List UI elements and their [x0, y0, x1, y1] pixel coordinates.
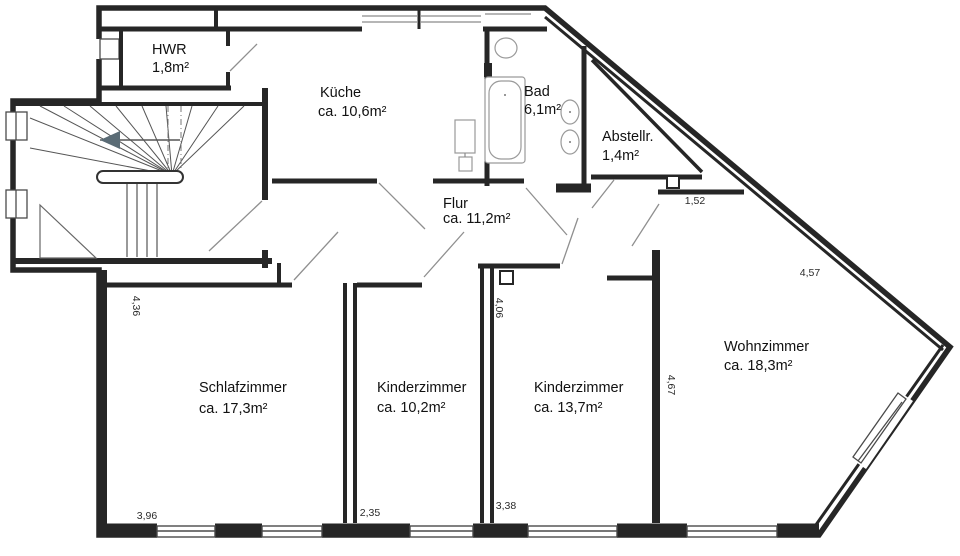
room-label-wohnzimmer: Wohnzimmer [724, 339, 809, 355]
room-area-wohnzimmer: ca. 18,3m² [724, 358, 793, 374]
dim-2-35: 2,35 [360, 507, 381, 519]
dim-4-06: 4,06 [493, 298, 505, 319]
room-area-abstellraum: 1,4m² [602, 148, 639, 164]
room-label-hwr: HWR [152, 42, 187, 58]
bath-fixtures [454, 37, 580, 172]
kitchen-shaft [454, 119, 476, 172]
room-area-schlafzimmer: ca. 17,3m² [199, 401, 268, 417]
stair-direction-arrow-icon [100, 131, 180, 149]
window-icon [156, 525, 778, 538]
door-swing-icon [39, 203, 98, 259]
room-area-bad: 6,1m² [524, 102, 561, 118]
dim-4-67: 4,67 [665, 375, 677, 396]
door-swing-icon [229, 43, 258, 72]
wall-stub [484, 63, 492, 77]
room-label-kinderzimmer-2: Kinderzimmer [534, 380, 624, 396]
stair-flight-down [126, 184, 158, 257]
door-swing-icon [631, 203, 660, 247]
windows [5, 13, 913, 540]
door-swing-icon [423, 231, 465, 278]
window-icon [852, 392, 907, 464]
inner-diagonal-upper [544, 15, 944, 352]
washbasin-icon [494, 37, 518, 59]
abstellraum-diagonal-wall [590, 58, 704, 174]
room-label-kueche: Küche [320, 85, 361, 101]
stair-landing [96, 170, 184, 184]
door-swing-icon [561, 217, 579, 265]
door-swing-icon [525, 187, 568, 236]
dim-4-57: 4,57 [800, 267, 821, 279]
shaft-symbol [666, 175, 680, 189]
door-swing-icon [591, 179, 615, 209]
room-area-flur: ca. 11,2m² [443, 211, 511, 227]
toilet-icon [560, 99, 580, 155]
room-label-schlafzimmer: Schlafzimmer [199, 380, 287, 396]
door-swing-icon [293, 231, 339, 281]
shaft-symbol [499, 270, 514, 285]
window-icon [5, 111, 28, 219]
room-label-bad: Bad [524, 84, 550, 100]
bathtub-icon [484, 76, 526, 164]
room-area-kinderzimmer-1: ca. 10,2m² [377, 400, 446, 416]
room-label-kinderzimmer-1: Kinderzimmer [377, 380, 467, 396]
window-icon [99, 38, 120, 60]
room-labels: HWR 1,8m² Küche ca. 10,6m² Bad 6,1m² Abs… [152, 42, 809, 417]
dim-3-96: 3,96 [137, 510, 158, 522]
dim-1-52: 1,52 [685, 195, 706, 207]
room-label-abstellraum: Abstellr. [602, 129, 654, 145]
window-icon [362, 13, 531, 23]
door-swings [208, 43, 660, 281]
dim-4-36: 4,36 [130, 296, 142, 317]
room-area-kueche: ca. 10,6m² [318, 104, 387, 120]
room-area-kinderzimmer-2: ca. 13,7m² [534, 400, 603, 416]
interior-walls [13, 29, 744, 523]
staircase-icon [29, 105, 245, 259]
room-label-flur: Flur [443, 196, 468, 212]
room-area-hwr: 1,8m² [152, 60, 189, 76]
dimension-labels: 1,52 4,57 4,36 3,96 2,35 4,06 3,38 4,67 [130, 195, 820, 522]
door-swing-icon [378, 182, 426, 230]
door-swing-icon [208, 200, 263, 252]
dim-3-38: 3,38 [496, 500, 517, 512]
